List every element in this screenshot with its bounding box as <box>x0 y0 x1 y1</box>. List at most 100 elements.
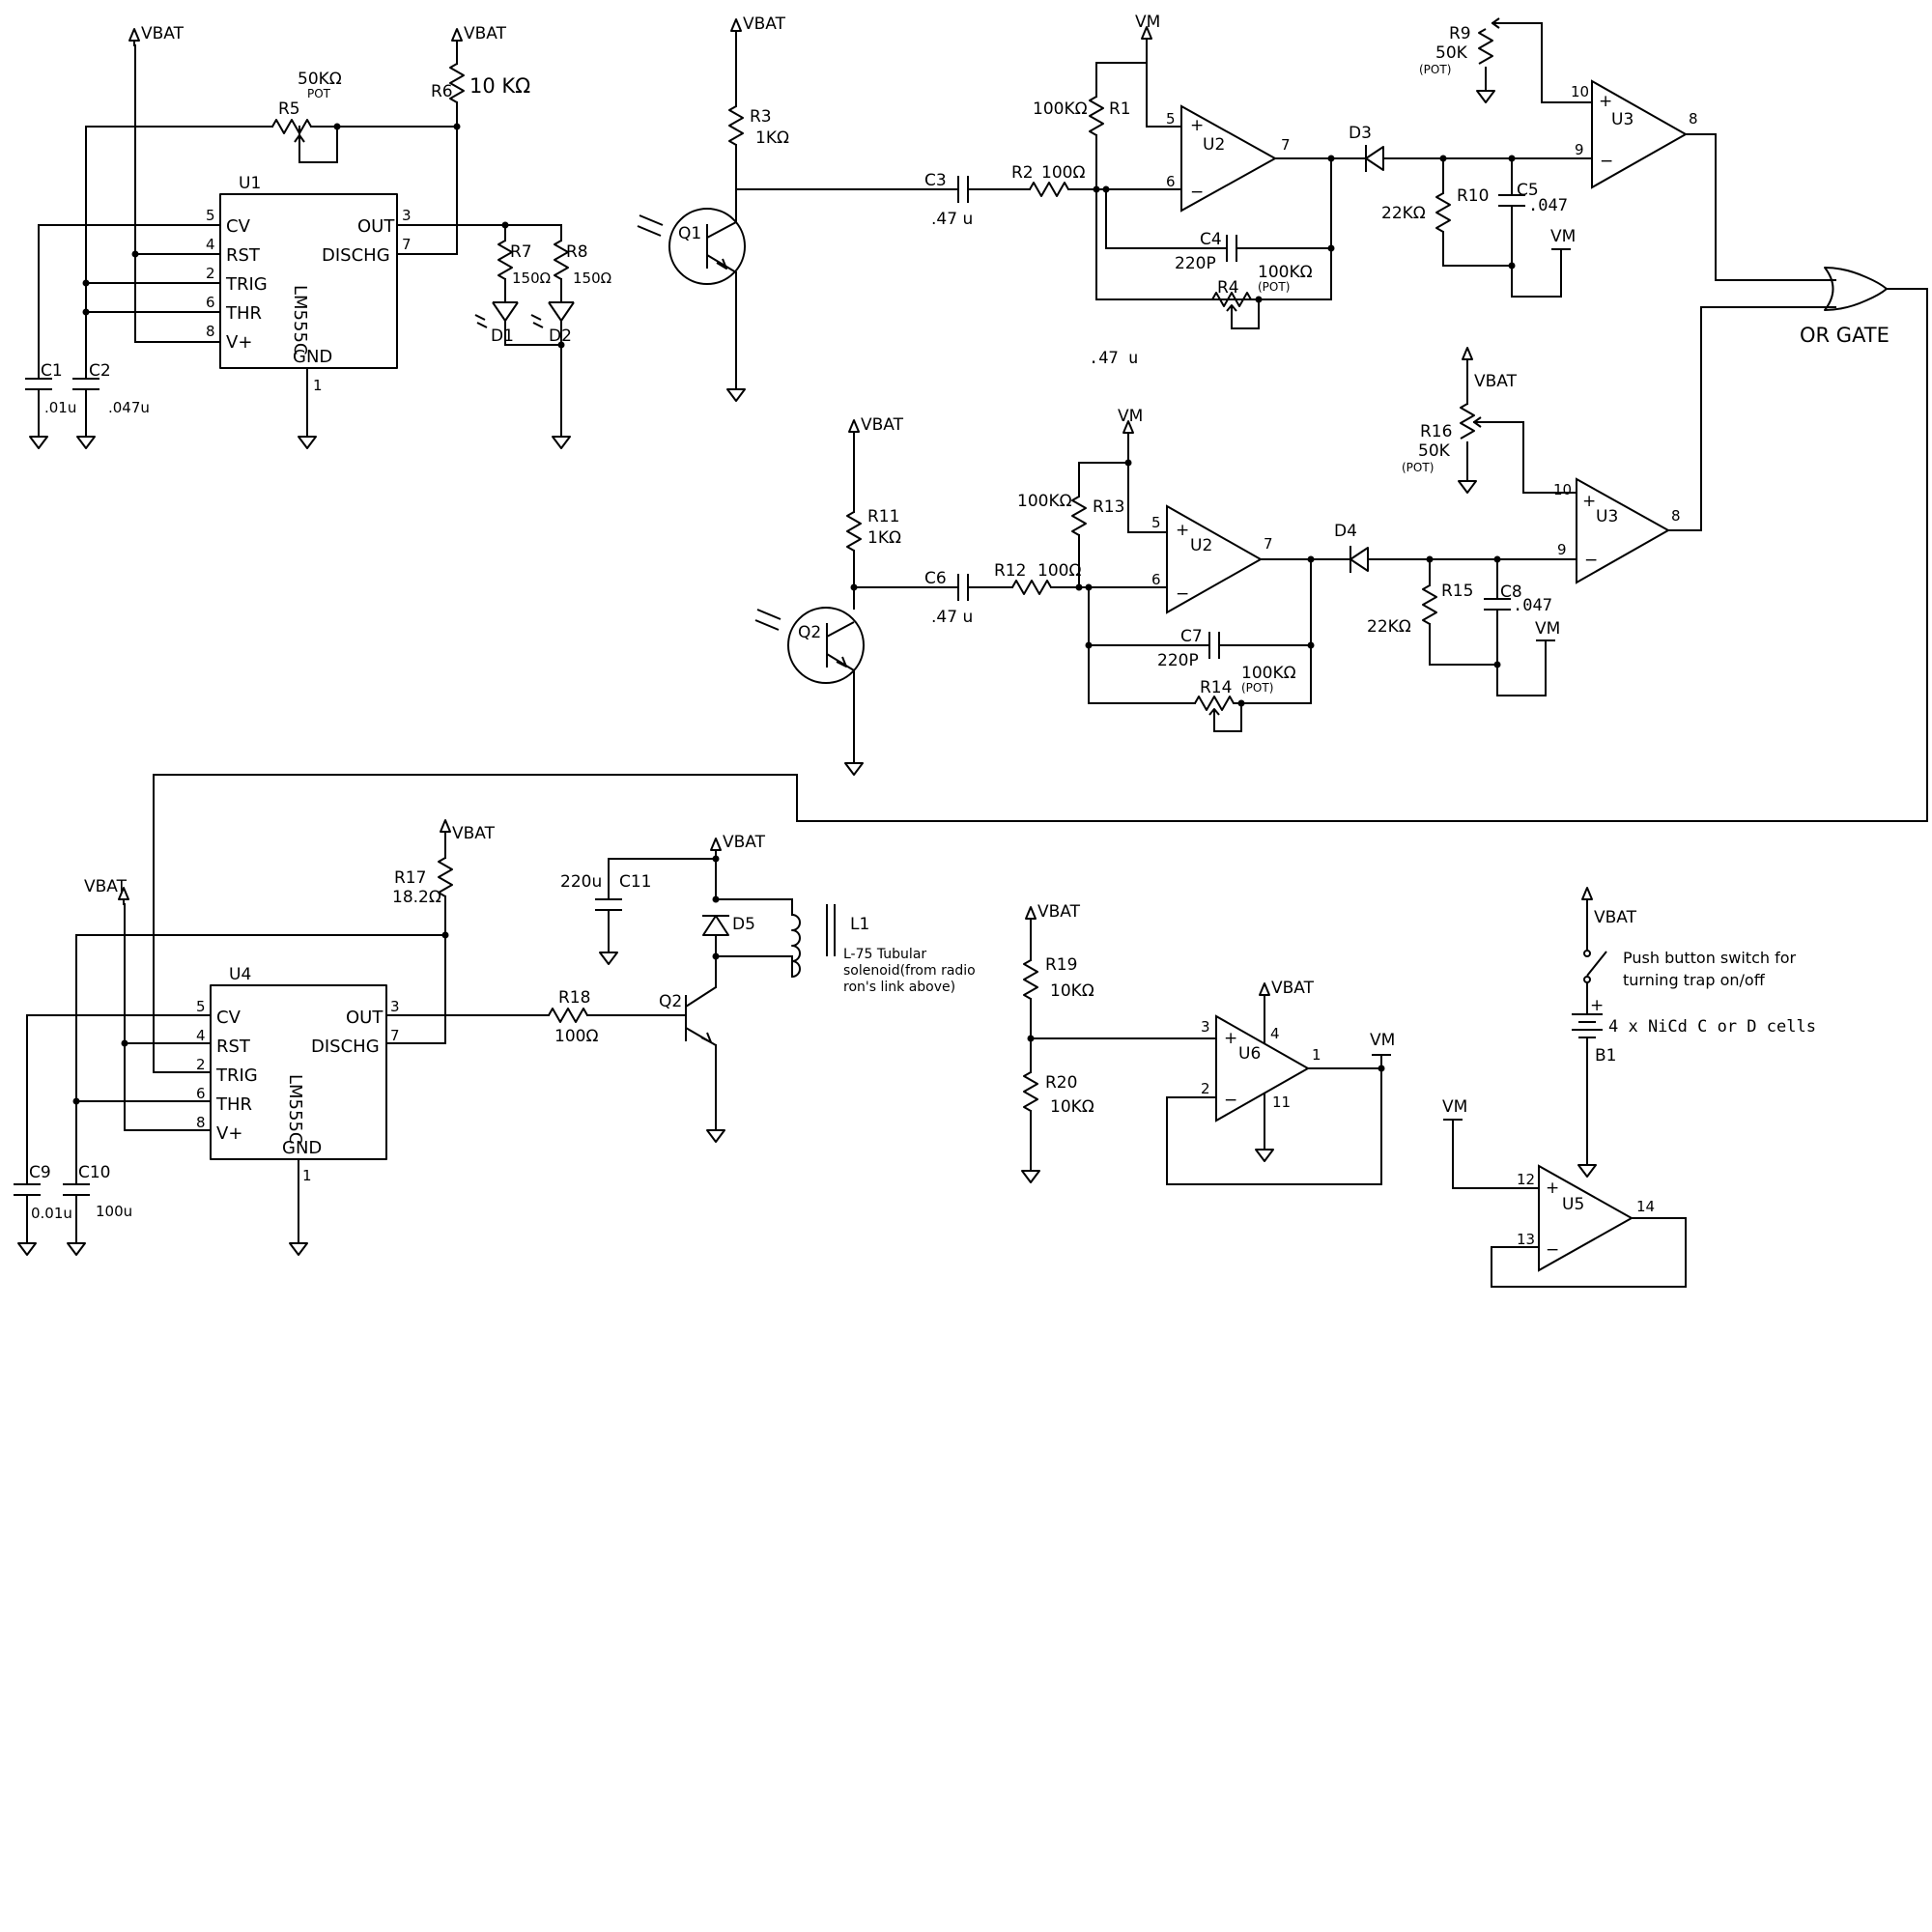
u4-thr-junction <box>72 1097 80 1105</box>
r4-wiper-wire <box>1231 298 1260 329</box>
switch-note-line1: Push button switch for <box>1623 949 1797 967</box>
q2-sensor-leads <box>826 621 855 671</box>
led-ground-wire <box>504 320 562 426</box>
u5-plus-wire <box>1452 1119 1540 1189</box>
l1-note-line2: solenoid(from radio <box>843 963 976 979</box>
r7-r8-bottom-wires <box>504 278 562 303</box>
r4-junction <box>1255 296 1263 303</box>
l1-bottom-wire <box>715 955 793 978</box>
r11-vbat-symbol <box>848 419 860 439</box>
r4-note: (POT) <box>1258 280 1290 294</box>
r1-resistor <box>1089 96 1104 136</box>
u1-pin-trig-label: TRIG <box>225 274 268 295</box>
u4-pin2-num: 2 <box>196 1056 206 1073</box>
r12-value: 100Ω <box>1037 561 1081 581</box>
u6-vbat-symbol <box>1259 982 1270 1002</box>
r15-ref: R15 <box>1441 582 1473 601</box>
r6-dischg-wire <box>396 101 458 255</box>
u2b-plus-sign: + <box>1176 521 1189 540</box>
u2a-plus-sign: + <box>1190 116 1204 135</box>
u1-vbat-symbol <box>128 28 140 47</box>
c4-ref: C4 <box>1200 230 1222 249</box>
r8-ref: R8 <box>566 242 588 262</box>
r14-ref: R14 <box>1200 678 1232 697</box>
r11-ref: R11 <box>867 507 899 526</box>
r7-value: 150Ω <box>512 270 551 287</box>
c9-ground <box>17 1231 37 1256</box>
q2-driver-ground <box>706 1118 725 1143</box>
r13-vm-junction <box>1124 459 1132 467</box>
led-light-marks <box>474 314 544 328</box>
r13-resistor <box>1071 496 1087 536</box>
u2b-vm-label: VM <box>1118 407 1143 426</box>
or-gate-block: OR GATE <box>153 267 1928 822</box>
u4-pin6-num: 6 <box>196 1085 206 1102</box>
r14-resistor <box>1194 696 1235 711</box>
q2-driver-ref: Q2 <box>659 992 682 1011</box>
u1-ref: U1 <box>239 174 261 193</box>
c6-ref: C6 <box>924 569 947 588</box>
r16-vbat-label: VBAT <box>1474 372 1518 391</box>
d2-led <box>548 301 575 322</box>
u6-plus-pin: 3 <box>1201 1018 1210 1036</box>
solenoid-driver-block: VBAT 220u C11 L1 L-75 Tubular solenoid(f… <box>560 833 976 1143</box>
r17-ref: R17 <box>394 868 426 888</box>
r2-resistor <box>1029 182 1069 197</box>
r7-ref: R7 <box>510 242 532 262</box>
u6-ground <box>1255 1137 1274 1162</box>
solenoid-vbat-label: VBAT <box>723 833 766 852</box>
r15-c8-bottom-wire <box>1429 623 1547 696</box>
u2b-vm-plus-wire <box>1127 437 1168 533</box>
r17-dischg-wire <box>385 895 446 1044</box>
u2b-out-junction <box>1307 555 1315 563</box>
q2-sensor-ground <box>844 751 864 776</box>
u5-feedback-wire <box>1491 1217 1687 1288</box>
q2-sensor-ref: Q2 <box>798 623 821 642</box>
u2a-junction-r1 <box>1093 185 1100 193</box>
r20-value: 10KΩ <box>1050 1097 1094 1117</box>
u3a-or-wire <box>1685 133 1836 281</box>
d1-ref: D1 <box>491 327 514 346</box>
r3-vbat-symbol <box>730 18 742 38</box>
r4-value: 100KΩ <box>1258 263 1313 282</box>
r4-resistor <box>1211 292 1252 307</box>
r14-junction <box>1237 699 1245 707</box>
u4-pin5-num: 5 <box>196 998 206 1015</box>
u4-pin3-num: 3 <box>390 998 400 1015</box>
r3-value: 1KΩ <box>755 128 789 148</box>
c10-ground <box>67 1231 86 1256</box>
u4-pin4-num: 4 <box>196 1027 206 1044</box>
u1-pin4-num: 4 <box>206 236 215 253</box>
r12-resistor <box>1011 580 1052 595</box>
c11-top-wire <box>608 858 717 900</box>
r2-ref: R2 <box>1011 163 1034 183</box>
r10-resistor <box>1435 192 1451 233</box>
u5-opamp <box>1538 1164 1634 1272</box>
l1-top-wire <box>715 898 793 916</box>
u3a-plus-wire <box>1492 22 1593 103</box>
u1-vbat-label: VBAT <box>141 24 185 43</box>
r9-note: (POT) <box>1419 63 1451 76</box>
c5-bottom-junction <box>1508 262 1516 270</box>
u5-block: VM + − U5 12 13 14 <box>1442 1097 1687 1288</box>
r19-resistor <box>1023 959 1038 1000</box>
r2-value: 100Ω <box>1041 163 1085 183</box>
u2a-junction-input <box>1102 185 1110 193</box>
r9-value: 50K <box>1435 43 1468 63</box>
c5-vm-label: VM <box>1550 227 1576 246</box>
l1-ref: L1 <box>850 915 869 934</box>
c11-value: 220u <box>560 872 602 892</box>
r6-vbat-label: VBAT <box>464 24 507 43</box>
u6-out-junction <box>1378 1065 1385 1072</box>
u4-vplus-wire <box>124 903 212 1131</box>
power-block: VBAT Push button switch for turning trap… <box>1572 887 1816 1178</box>
led-junction <box>557 341 565 349</box>
u4-rst-junction <box>121 1039 128 1047</box>
c5-ref: C5 <box>1517 181 1539 200</box>
r16-ref: R16 <box>1420 422 1452 441</box>
u2b-opamp <box>1166 504 1264 614</box>
r17-value: 18.2Ω <box>392 888 441 907</box>
r3-vbat-label: VBAT <box>743 14 786 34</box>
r10-c5-bottom-wire <box>1442 231 1562 298</box>
r4-ref: R4 <box>1217 278 1239 298</box>
